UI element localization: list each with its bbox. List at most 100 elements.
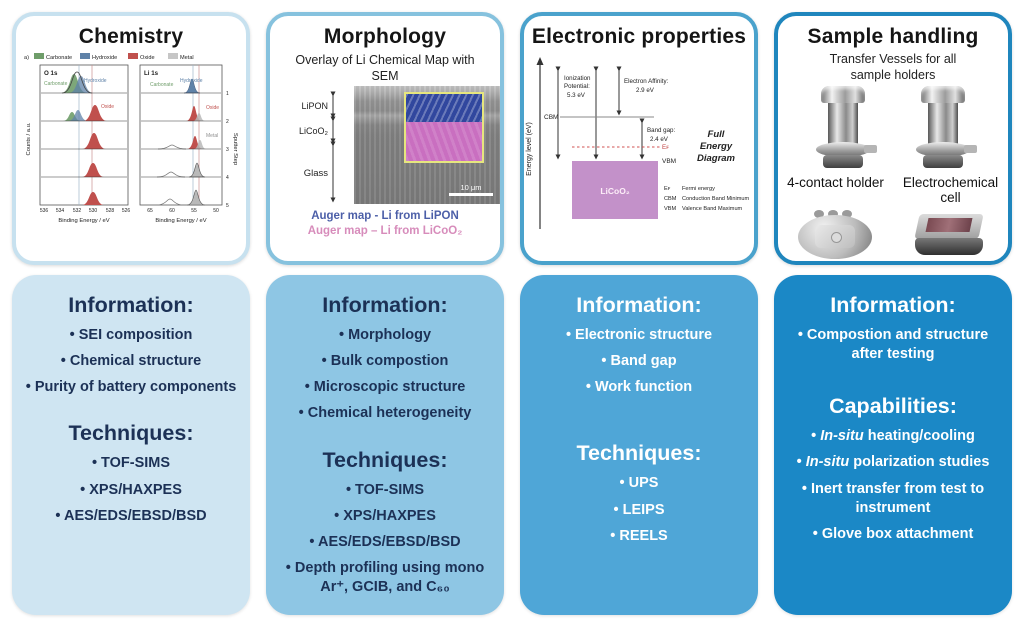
caption-lipon: Auger map - Li from LiPON — [311, 210, 459, 223]
list-item: Chemical heterogeneity — [278, 404, 492, 423]
information-heading: Information: — [322, 293, 448, 317]
list-item: AES/EDS/EBSD/BSD — [24, 507, 238, 526]
sample-holders — [778, 209, 1008, 261]
information-list: Compostion and structure after testing — [786, 326, 1000, 364]
svg-text:CBM: CBM — [544, 114, 558, 121]
o1s-xlabel: Binding Energy / eV — [58, 218, 109, 224]
transfer-vessel-photo — [914, 86, 977, 172]
licoo2-map-region — [405, 122, 482, 161]
svg-text:Oxide: Oxide — [101, 104, 114, 110]
svg-text:Band gap:: Band gap: — [647, 127, 675, 134]
svg-text:Energy: Energy — [700, 141, 733, 152]
holder-labels: 4-contact holder Electrochemical cell — [778, 175, 1008, 206]
capabilities-section: Capabilities: In-situ heating/cooling In… — [786, 394, 1000, 544]
information-section: Information: Morphology Bulk compostion … — [278, 293, 492, 424]
svg-text:65: 65 — [147, 208, 153, 214]
svg-text:2.9 eV: 2.9 eV — [636, 87, 655, 94]
transfer-vessels — [778, 86, 1008, 172]
sputter-step-label: Sputter Step — [232, 133, 238, 165]
svg-text:534: 534 — [56, 208, 65, 214]
svg-text:5.3 eV: 5.3 eV — [567, 92, 586, 99]
morphology-card: Morphology Overlay of Li Chemical Map wi… — [266, 12, 504, 265]
transfer-vessel-photo — [814, 86, 877, 172]
column-morphology: Morphology Overlay of Li Chemical Map wi… — [266, 12, 504, 615]
techniques-heading: Techniques: — [322, 447, 448, 472]
information-list: Morphology Bulk compostion Microscopic s… — [278, 326, 492, 424]
legend-hydroxide: Hydroxide — [92, 55, 117, 61]
list-item: In-situ heating/cooling — [786, 427, 1000, 446]
svg-text:2: 2 — [226, 119, 229, 125]
svg-text:Oxide: Oxide — [206, 105, 219, 111]
chemistry-title: Chemistry — [78, 25, 184, 48]
list-item: Bulk compostion — [278, 352, 492, 371]
licoo2-box-label: LiCoO₂ — [600, 186, 629, 196]
electrochemical-cell-label: Electrochemical cell — [902, 175, 999, 206]
svg-text:Conduction Band Minimum: Conduction Band Minimum — [682, 196, 749, 202]
svg-text:530: 530 — [89, 208, 98, 214]
list-item: Microscopic structure — [278, 378, 492, 397]
electrochemical-cell-photo — [910, 211, 988, 261]
svg-text:O 1s: O 1s — [44, 70, 58, 77]
morphology-details-card: Information: Morphology Bulk compostion … — [266, 275, 504, 615]
svg-text:536: 536 — [40, 208, 49, 214]
energy-diagram: Energy level (eV) Ionization Potential: … — [526, 57, 749, 229]
svg-text:Eꜰ: Eꜰ — [662, 144, 669, 151]
electronic-details-card: Information: Electronic structure Band g… — [520, 275, 758, 615]
svg-text:3: 3 — [226, 147, 229, 153]
sem-image: 10 μm — [354, 86, 500, 205]
information-section: Information: Compostion and structure af… — [786, 293, 1000, 364]
svg-text:Full: Full — [708, 129, 725, 140]
techniques-list: TOF-SIMS XPS/HAXPES AES/EDS/EBSD/BSD — [24, 454, 238, 525]
techniques-heading: Techniques: — [576, 441, 702, 466]
svg-text:1: 1 — [226, 91, 229, 97]
glass-label: Glass — [304, 168, 329, 179]
information-heading: Information: — [68, 293, 194, 317]
four-contact-holder-label: 4-contact holder — [787, 175, 884, 191]
svg-text:532: 532 — [73, 208, 82, 214]
svg-text:Hydroxide: Hydroxide — [84, 78, 107, 84]
list-item: AES/EDS/EBSD/BSD — [278, 533, 492, 552]
svg-text:a): a) — [24, 55, 29, 61]
svg-text:50: 50 — [213, 208, 219, 214]
information-list: Electronic structure Band gap Work funct… — [532, 326, 746, 397]
svg-text:Eꜰ: Eꜰ — [664, 186, 671, 192]
xps-spectra-figure: a) Carbonate Hydroxide Oxide Metal — [24, 53, 238, 224]
lipon-label: LiPON — [301, 101, 328, 111]
svg-text:528: 528 — [106, 208, 115, 214]
information-heading: Information: — [830, 293, 956, 317]
svg-text:Carbonate: Carbonate — [44, 81, 68, 87]
list-item: Work function — [532, 378, 746, 397]
svg-text:55: 55 — [191, 208, 197, 214]
techniques-list: TOF-SIMS XPS/HAXPES AES/EDS/EBSD/BSD Dep… — [278, 481, 492, 598]
list-item: SEI composition — [24, 326, 238, 345]
infographic: Chemistry a) Carbonate Hydroxide Oxide M… — [12, 0, 1012, 615]
sample-handling-title: Sample handling — [807, 25, 979, 48]
svg-text:Li 1s: Li 1s — [144, 70, 159, 77]
sample-handling-card: Sample handling Transfer Vessels for all… — [774, 12, 1012, 265]
svg-text:Diagram: Diagram — [697, 153, 736, 164]
svg-text:Carbonate: Carbonate — [150, 82, 174, 88]
scale-bar: 10 μm — [449, 183, 493, 197]
list-item: Inert transfer from test to instrument — [786, 480, 1000, 518]
column-sample-handling: Sample handling Transfer Vessels for all… — [774, 12, 1012, 615]
energy-ylabel: Energy level (eV) — [526, 122, 533, 176]
li1s-xlabel: Binding Energy / eV — [155, 218, 206, 224]
morphology-subtitle: Overlay of Li Chemical Map with SEM — [295, 53, 475, 83]
column-electronic: Electronic properties Energy level (eV) … — [520, 12, 758, 615]
techniques-heading: Techniques: — [68, 421, 194, 446]
svg-text:526: 526 — [122, 208, 131, 214]
list-item: Electronic structure — [532, 326, 746, 345]
legend-metal: Metal — [180, 55, 194, 61]
list-item: In-situ polarization studies — [786, 453, 1000, 472]
legend-oxide: Oxide — [140, 55, 155, 61]
capabilities-heading: Capabilities: — [829, 394, 957, 419]
information-list: SEI composition Chemical structure Purit… — [24, 326, 238, 397]
list-item: LEIPS — [532, 501, 746, 520]
svg-text:Metal: Metal — [206, 133, 218, 139]
chemistry-card: Chemistry a) Carbonate Hydroxide Oxide M… — [12, 12, 250, 265]
techniques-list: UPS LEIPS REELS — [532, 474, 746, 545]
morphology-title: Morphology — [323, 25, 447, 48]
list-item: TOF-SIMS — [278, 481, 492, 500]
list-item: Chemical structure — [24, 352, 238, 371]
licoo2-label: LiCoO₂ — [299, 126, 329, 136]
